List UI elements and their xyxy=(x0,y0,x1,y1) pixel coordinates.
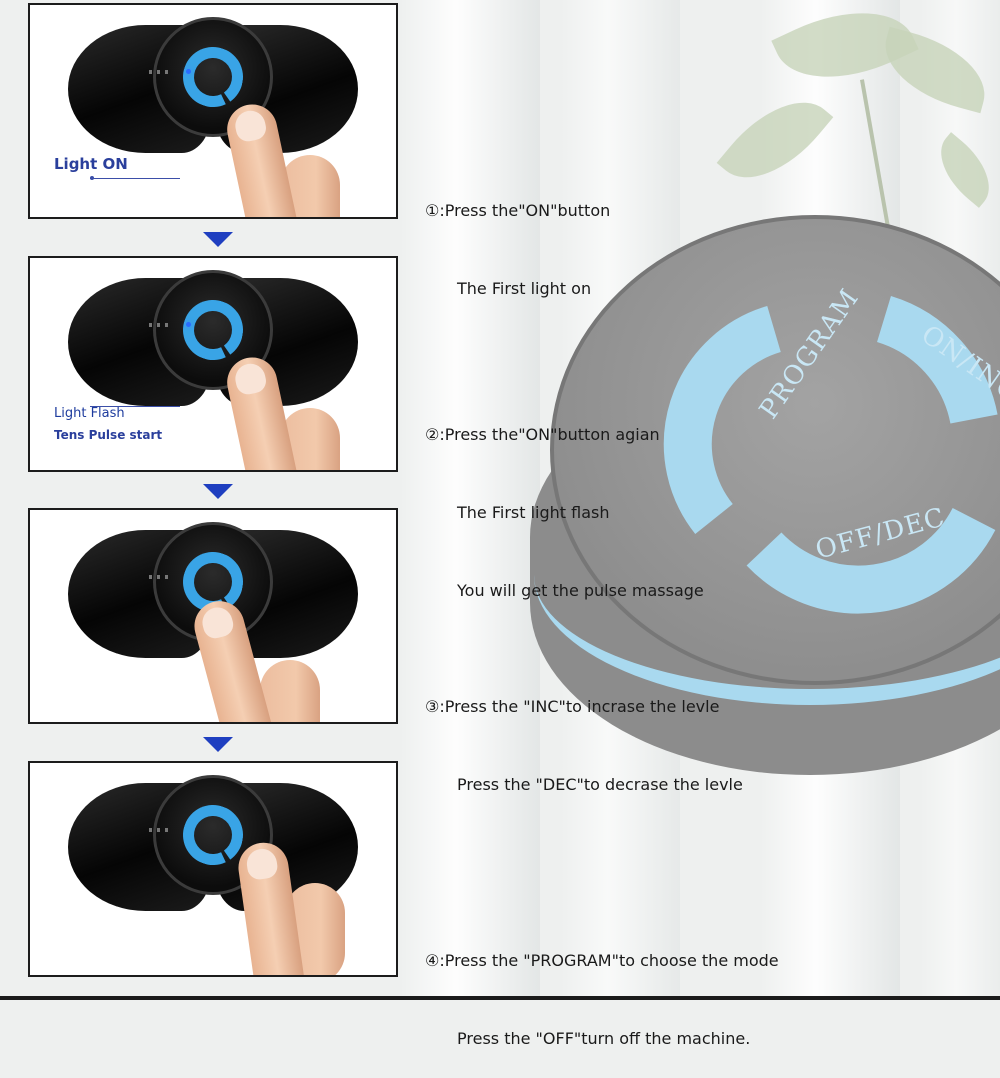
step-1-instructions: ①:Press the"ON"button The First light on xyxy=(425,146,610,328)
callout-label: Tens Pulse start xyxy=(54,428,163,442)
down-arrow-icon xyxy=(203,737,233,752)
bottom-border xyxy=(0,996,1000,1000)
step-number: ④: xyxy=(425,951,445,970)
step-line: Press the"ON"button xyxy=(444,201,611,220)
step-4-instructions: ④:Press the "PROGRAM"to choose the mode … xyxy=(425,896,779,1078)
callout-label: Light Flash xyxy=(54,406,125,421)
step-panel-4 xyxy=(28,761,398,977)
step-number: ②: xyxy=(425,425,445,444)
step-line: The First light flash xyxy=(457,503,610,522)
large-device-closeup: PROGRAM ON/INC OFF/DEC xyxy=(530,215,1000,775)
segment-ring-icon xyxy=(663,296,998,614)
indicator-light-on xyxy=(186,69,191,74)
control-disc xyxy=(149,522,273,642)
down-arrow-icon xyxy=(203,232,233,247)
massager-device xyxy=(68,270,358,420)
indicator-lights xyxy=(149,575,173,579)
step-panel-1: Light ON xyxy=(28,3,398,219)
indicator-lights xyxy=(149,70,173,74)
indicator-light-flash xyxy=(186,322,191,327)
step-line: Press the "DEC"to decrase the levle xyxy=(457,775,743,794)
massager-device xyxy=(68,17,358,167)
step-line: Press the "PROGRAM"to choose the mode xyxy=(444,951,779,970)
indicator-lights xyxy=(149,828,173,832)
step-line: You will get the pulse massage xyxy=(457,581,704,600)
step-2-instructions: ②:Press the"ON"button agian The First li… xyxy=(425,370,704,630)
control-disc xyxy=(149,775,273,895)
indicator-lights xyxy=(149,323,173,327)
step-line: Press the "INC"to incrase the levle xyxy=(444,697,720,716)
step-line: Press the"ON"button agian xyxy=(444,425,660,444)
step-line: The First light on xyxy=(457,279,592,298)
down-arrow-icon xyxy=(203,484,233,499)
curtain-fold xyxy=(400,0,540,1000)
background-scene: PROGRAM ON/INC OFF/DEC xyxy=(400,0,1000,1000)
massager-device xyxy=(68,775,358,925)
step-3-instructions: ③:Press the "INC"to incrase the levle Pr… xyxy=(425,642,743,824)
step-panel-3 xyxy=(28,508,398,724)
step-panel-2: Light Flash Tens Pulse start xyxy=(28,256,398,472)
step-line: Press the "OFF"turn off the machine. xyxy=(457,1029,751,1048)
step-number: ①: xyxy=(425,201,445,220)
massager-device xyxy=(68,522,358,672)
step-number: ③: xyxy=(425,697,445,716)
callout-label: Light ON xyxy=(54,155,128,173)
